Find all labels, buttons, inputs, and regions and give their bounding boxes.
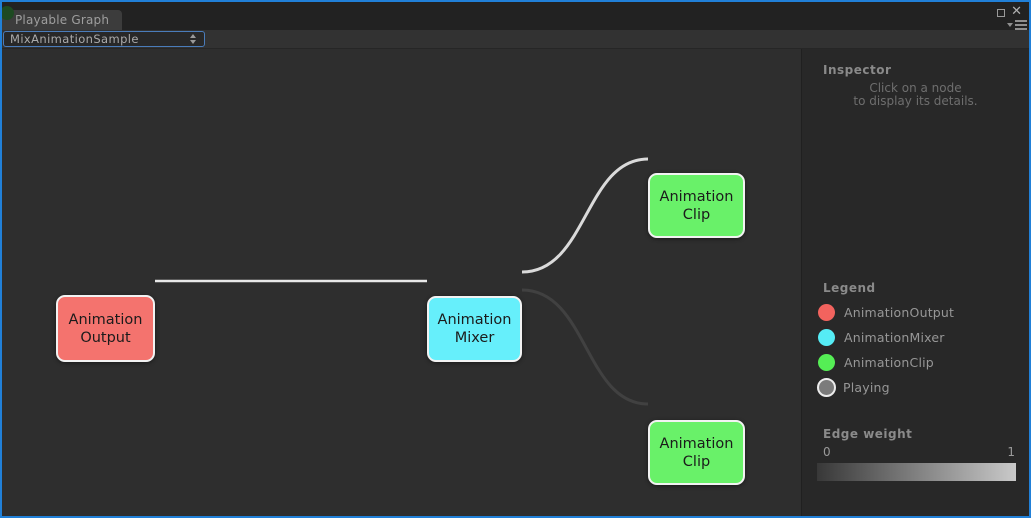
node-label-line2: Clip: [682, 453, 711, 470]
hamburger-icon: [1015, 20, 1027, 30]
legend-item-animation-clip: AnimationClip: [818, 350, 954, 375]
tab-playable-graph[interactable]: Playable Graph: [2, 10, 123, 30]
node-label-line1: Animation: [68, 311, 143, 328]
graph-selector-dropdown[interactable]: MixAnimationSample: [3, 31, 205, 47]
edge-mixer-to-clip-top: [521, 157, 649, 274]
inspector-hint: Click on a node to display its details.: [802, 82, 1029, 108]
graph-selector-value: MixAnimationSample: [10, 32, 139, 46]
legend-label: AnimationClip: [844, 355, 934, 370]
inspector-title: Inspector: [823, 63, 892, 77]
node-animation-mixer[interactable]: Animation Mixer: [427, 296, 522, 362]
graph-canvas[interactable]: Animation Output Animation Mixer Animati…: [2, 49, 801, 516]
inspector-panel: Inspector Click on a node to display its…: [801, 49, 1029, 516]
inspector-hint-line2: to display its details.: [853, 94, 978, 108]
close-icon[interactable]: ✕: [1011, 4, 1022, 19]
inspector-hint-line1: Click on a node: [869, 81, 962, 95]
node-label-line2: Clip: [682, 206, 711, 223]
legend-label: Playing: [843, 380, 890, 395]
node-label-line1: Animation: [659, 435, 734, 452]
node-label-line1: Animation: [437, 312, 512, 328]
legend-swatch-playing-icon: [817, 378, 836, 397]
edge-weight-max: 1: [1007, 445, 1015, 459]
edge-mixer-to-clip-bottom: [521, 288, 649, 406]
tab-label: Playable Graph: [15, 13, 110, 27]
legend-item-animation-mixer: AnimationMixer: [818, 325, 954, 350]
maximize-icon[interactable]: [997, 9, 1005, 17]
edge-weight-min: 0: [823, 445, 831, 459]
legend-label: AnimationMixer: [844, 330, 945, 345]
status-dot-icon: [2, 6, 14, 20]
node-animation-clip-bottom[interactable]: Animation Clip: [648, 420, 745, 485]
edge-weight-scale: 0 1: [823, 445, 1015, 459]
legend-item-playing: Playing: [817, 375, 954, 400]
node-label-line1: Animation: [659, 188, 734, 205]
edge-weight-gradient: [817, 463, 1016, 481]
legend-swatch-animation-output-icon: [818, 304, 835, 321]
legend-list: AnimationOutput AnimationMixer Animation…: [817, 300, 954, 400]
node-animation-clip-top[interactable]: Animation Clip: [648, 173, 745, 238]
legend-item-animation-output: AnimationOutput: [818, 300, 954, 325]
legend-swatch-animation-mixer-icon: [818, 329, 835, 346]
window-menu-icon[interactable]: [1007, 20, 1027, 30]
dropdown-triangle-icon: [1007, 23, 1013, 27]
node-label-line2: Mixer: [454, 330, 495, 346]
legend-swatch-animation-clip-icon: [818, 354, 835, 371]
dropdown-stepper-icon: [190, 34, 196, 44]
title-bar: Playable Graph ✕: [2, 2, 1029, 30]
legend-label: AnimationOutput: [844, 305, 955, 320]
toolbar: MixAnimationSample: [2, 30, 1029, 49]
node-label-line2: Output: [80, 329, 131, 346]
legend-title: Legend: [823, 281, 876, 295]
edge-weight-title: Edge weight: [823, 427, 913, 441]
node-animation-output[interactable]: Animation Output: [56, 295, 155, 362]
